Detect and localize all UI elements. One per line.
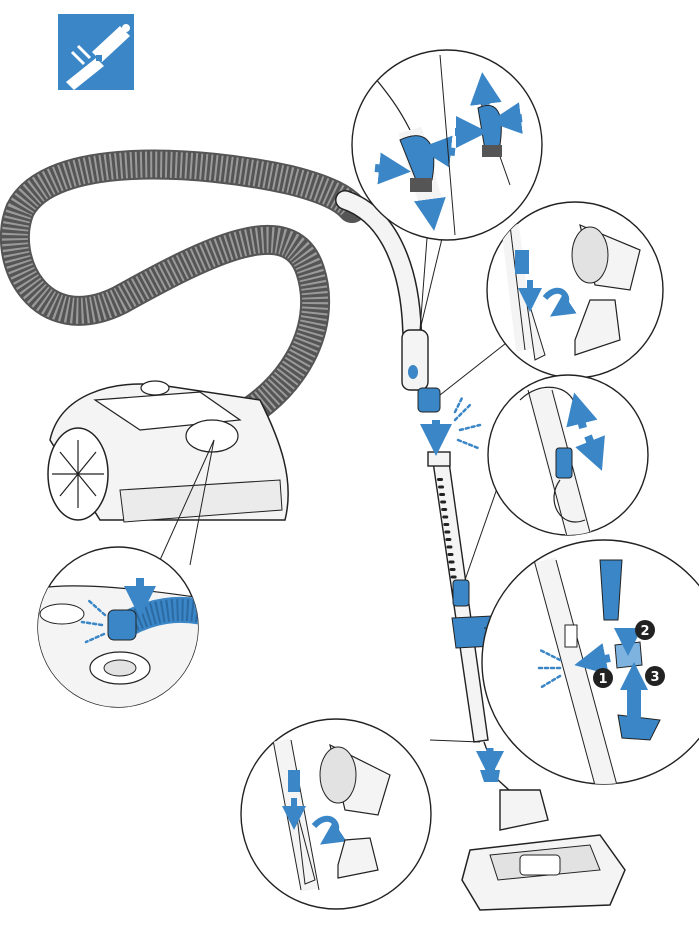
step-label-3: 3 — [650, 670, 659, 685]
hose-connect-icon — [58, 14, 134, 90]
vacuum-body — [47, 380, 289, 523]
click-sound-lines — [453, 396, 482, 450]
tube-adjust-hole — [440, 500, 447, 504]
tube-adjust-hole — [450, 575, 457, 579]
detail-length-slider — [487, 374, 649, 536]
tube-adjust-hole — [444, 530, 451, 534]
tube-adjust-hole — [448, 560, 455, 564]
tube-adjust-hole — [446, 545, 453, 549]
detail-handle-release — [351, 49, 543, 241]
step-badge-1: 1 — [593, 668, 613, 688]
floor-nozzle — [461, 741, 626, 911]
tube-adjust-hole — [443, 523, 450, 526]
step-label-2: 2 — [640, 624, 649, 639]
detail-accessory-storage — [240, 718, 432, 910]
step-label-1: 1 — [598, 672, 607, 687]
tube-adjust-hole — [441, 508, 448, 511]
tube-adjust-hole — [445, 538, 452, 541]
tube-adjust-hole — [447, 553, 454, 556]
hose-handle — [335, 190, 441, 413]
tube-adjust-hole — [449, 568, 456, 571]
detail-accessory-clip — [486, 201, 664, 379]
detail-compact-storage: 1 2 3 — [481, 539, 699, 785]
tube-adjust-hole — [442, 515, 449, 519]
step-badge-3: 3 — [645, 666, 665, 686]
flexible-hose — [0, 149, 367, 445]
step-badge-2: 2 — [635, 620, 655, 640]
leader-lines — [159, 224, 526, 743]
telescopic-tube — [427, 451, 495, 743]
tube-adjust-hole — [439, 493, 446, 496]
detail-hose-inlet — [37, 546, 199, 708]
tube-adjust-hole — [438, 485, 445, 489]
tube-adjust-hole — [437, 478, 443, 481]
